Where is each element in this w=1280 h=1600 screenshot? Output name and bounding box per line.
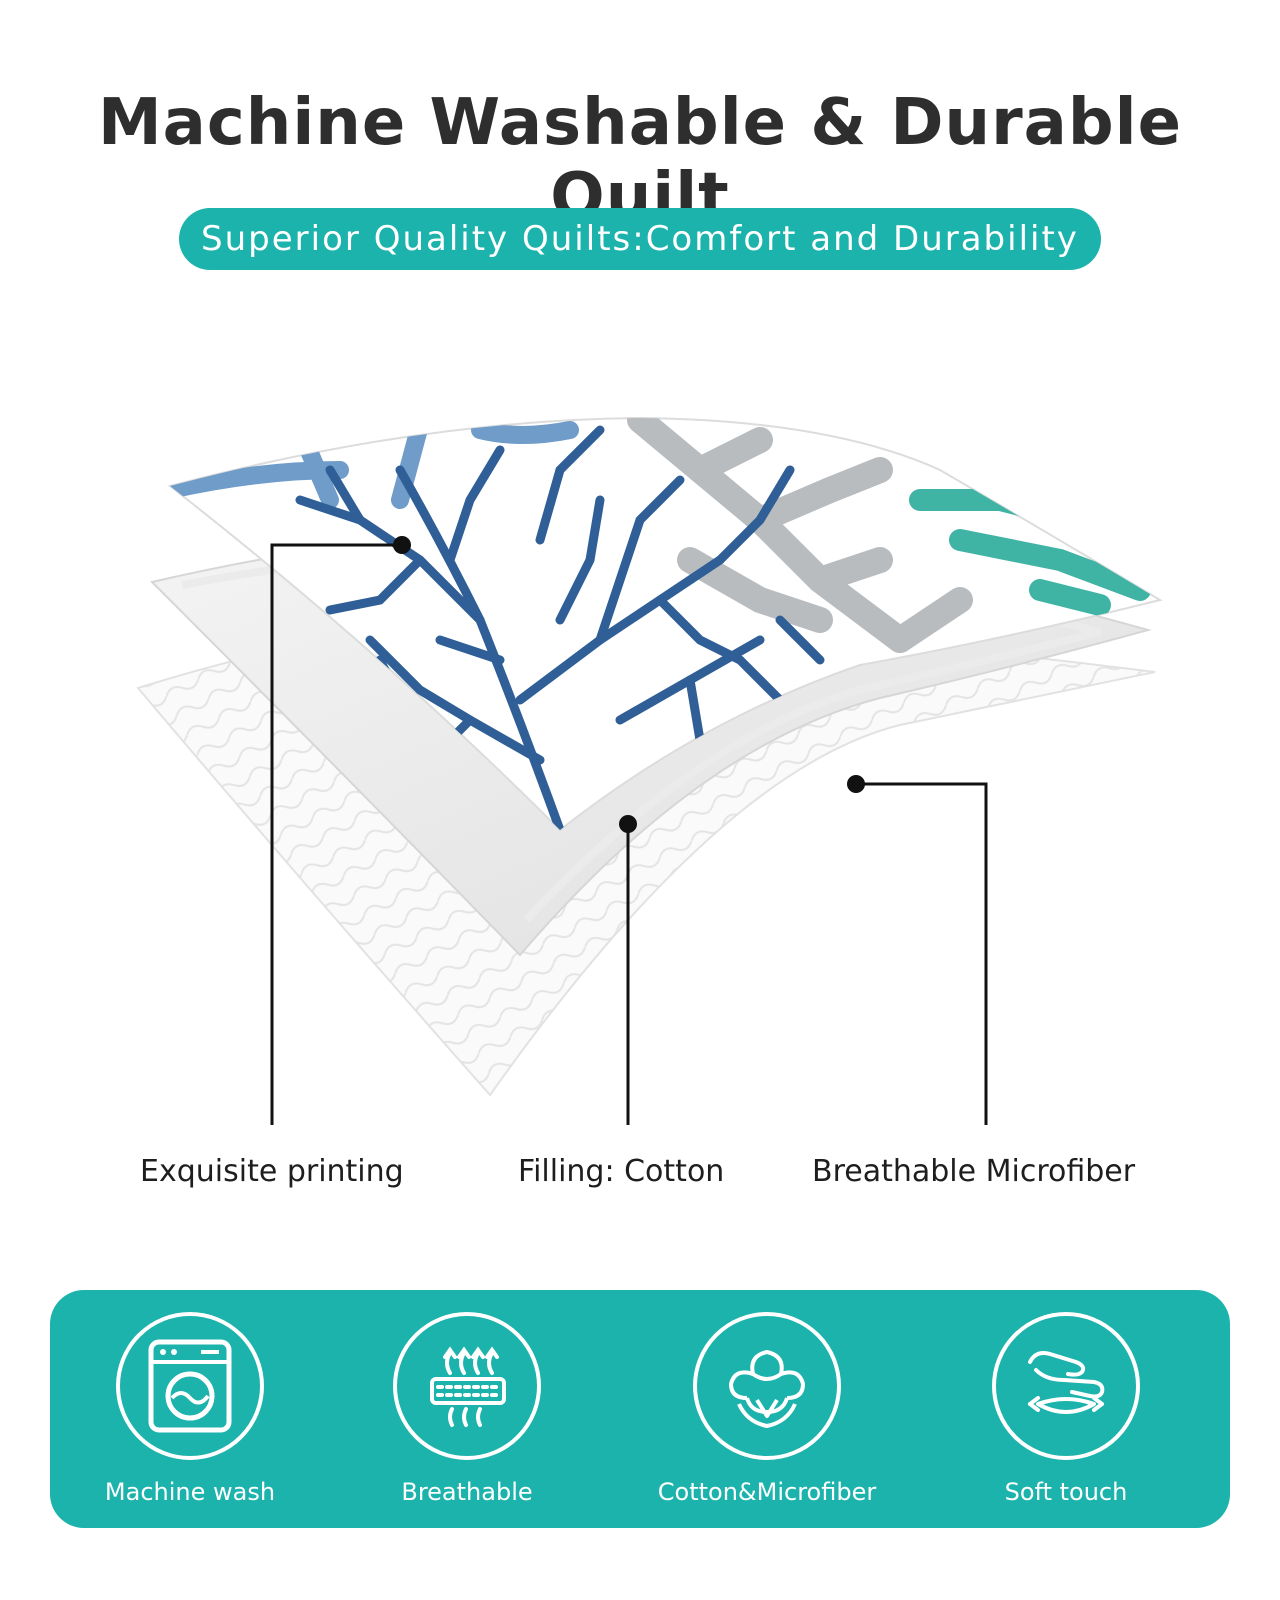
feature-label: Breathable [401,1478,533,1506]
feature-machine-wash: Machine wash [70,1312,310,1522]
soft-touch-icon [992,1312,1140,1460]
layer-label-printing: Exquisite printing [140,1154,404,1189]
feature-cotton-microfiber: Cotton&Microfiber [647,1312,887,1522]
layer-label-microfiber: Breathable Microfiber [812,1154,1136,1189]
layer-label-filling: Filling: Cotton [518,1154,725,1189]
feature-breathable: Breathable [347,1312,587,1522]
feature-label: Soft touch [1004,1478,1128,1506]
feature-soft-touch: Soft touch [946,1312,1186,1522]
printed-top-layer [167,416,1163,832]
feature-label: Cotton&Microfiber [657,1478,877,1506]
callout-breathable-microfiber [847,775,988,1125]
page-title: Machine Washable & Durable Quilt [97,86,1183,234]
features-panel: Machine wash Breathable [50,1290,1230,1528]
quilt-layers-illustration [136,416,1163,1125]
callout-exquisite-printing [270,536,411,1125]
feature-label: Machine wash [104,1478,276,1506]
cotton-icon [693,1312,841,1460]
subtitle-badge: Superior Quality Quilts:Comfort and Dura… [179,208,1101,270]
washing-machine-icon [116,1312,264,1460]
callout-filling-cotton [619,815,637,1125]
breathable-icon [393,1312,541,1460]
